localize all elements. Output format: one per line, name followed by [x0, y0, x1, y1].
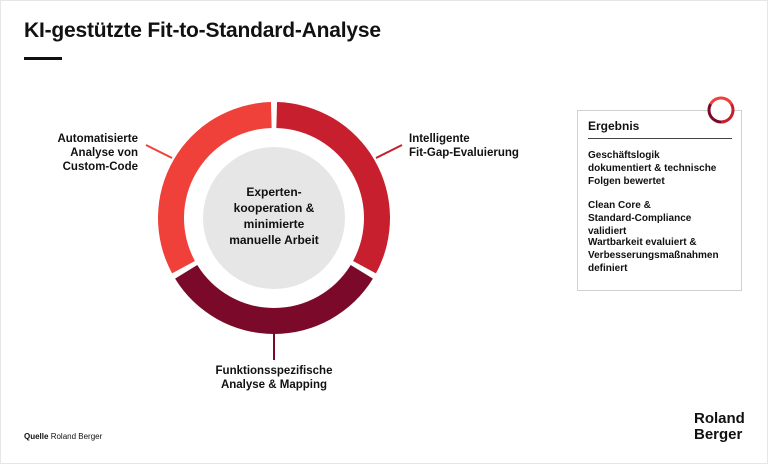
page-title: KI-gestützte Fit-to-Standard-Analyse: [24, 19, 381, 42]
source-label: Quelle: [24, 432, 49, 441]
source-note: Quelle Roland Berger: [24, 432, 102, 441]
source-text: Roland Berger: [50, 432, 103, 441]
result-title: Ergebnis: [588, 119, 640, 133]
result-divider: [588, 138, 732, 139]
connector-left: [145, 144, 173, 159]
center-disc: [203, 147, 345, 289]
segment-label-custom-code: Automatisierte Analyse von Custom-Code: [57, 133, 138, 173]
title-underline: [24, 57, 62, 60]
result-item: Geschäftslogik dokumentiert & technische…: [588, 150, 717, 187]
result-item: Wartbarkeit evaluiert & Verbesserungsmaß…: [588, 237, 719, 274]
result-ring-icon: [707, 96, 735, 124]
segment-label-mapping: Funktionsspezifische Analyse & Mapping: [215, 365, 333, 391]
result-item: Clean Core & Standard-Compliance validie…: [588, 200, 692, 237]
ring-segment-mapping: [175, 265, 373, 334]
center-text: Experten- kooperation & minimierte manue…: [229, 185, 319, 247]
ring-segment-fit-gap: [276, 102, 390, 274]
connector-right: [375, 144, 403, 159]
result-panel: Ergebnis Geschäftslogik dokumentiert & t…: [577, 96, 742, 291]
segment-label-fit-gap: Intelligente Fit-Gap-Evaluierung: [409, 133, 519, 159]
roland-berger-logo: Roland Berger: [694, 410, 745, 443]
segment-ring: [158, 102, 390, 334]
ring-segment-custom-code: [158, 102, 272, 274]
